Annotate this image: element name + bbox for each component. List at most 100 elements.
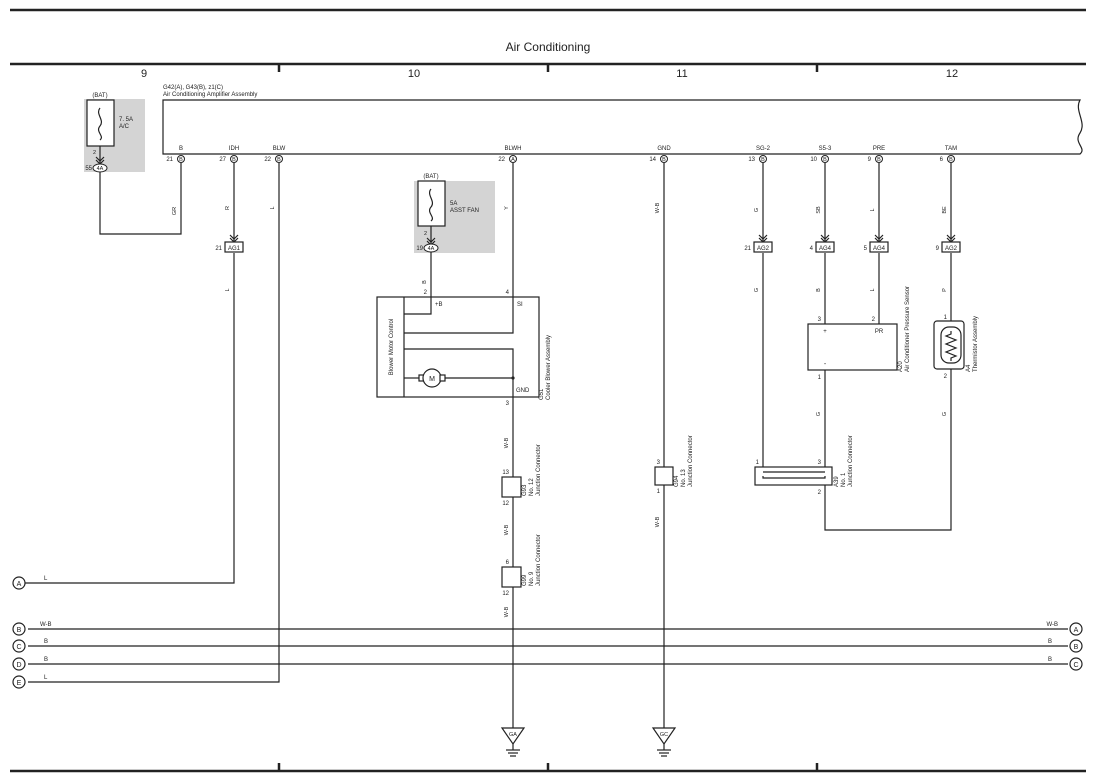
svg-text:1: 1 xyxy=(657,489,661,495)
pin-connector-letter: B xyxy=(877,157,881,163)
pin-connector-letter: B xyxy=(823,157,827,163)
blower-id: G51 xyxy=(539,388,545,400)
svg-text:2: 2 xyxy=(818,490,822,496)
wire-color: W-B xyxy=(655,516,661,527)
splice-connectors: AG1 21 AG2 21 AG4 4 AG4 5 AG2 9 xyxy=(215,234,961,253)
thermistor-pin: 1 xyxy=(944,315,948,321)
splice-name: AG1 xyxy=(228,246,241,252)
svg-text:12: 12 xyxy=(502,591,509,597)
svg-text:No. 13: No. 13 xyxy=(681,469,687,487)
sensor-pin-number: 2 xyxy=(872,317,876,323)
fuse-bat-label: (BAT) xyxy=(423,174,438,180)
sensor-pin-number: 1 xyxy=(818,375,822,381)
pin-number: 22 xyxy=(498,157,505,163)
fuse-ac: (BAT) 7. 5A A/C 2 55 4A xyxy=(84,93,145,173)
splice-num: 5 xyxy=(864,246,868,252)
svg-text:B: B xyxy=(1074,644,1079,651)
svg-text:L: L xyxy=(44,675,48,681)
svg-text:No. 9: No. 9 xyxy=(529,571,535,586)
motor-label: M xyxy=(429,376,435,383)
splice-name: AG2 xyxy=(945,246,958,252)
blower-name: Cooler Blower Assembly xyxy=(546,335,552,400)
sensor-id: A20 xyxy=(898,361,904,372)
pin-connector xyxy=(875,155,883,163)
blower-outer-box xyxy=(376,296,540,398)
pin-label: B xyxy=(179,146,183,152)
svg-text:Junction Connector: Junction Connector xyxy=(536,444,542,496)
wire-color: P xyxy=(942,288,948,292)
splice-num: 9 xyxy=(936,246,940,252)
splice-box xyxy=(224,241,244,253)
wire-color: SB xyxy=(816,206,822,214)
svg-text:C: C xyxy=(1073,662,1078,669)
wire-color: GR xyxy=(172,207,178,215)
svg-text:13: 13 xyxy=(502,470,509,476)
svg-text:Junction Connector: Junction Connector xyxy=(536,534,542,586)
splice-num: 4 xyxy=(810,246,814,252)
fuse-rating: 5A xyxy=(450,201,457,207)
fuse-symbol xyxy=(97,107,103,141)
splice-num: 21 xyxy=(744,246,751,252)
wire-color: G xyxy=(754,208,760,212)
fuse-connector-code: 4A xyxy=(97,166,104,172)
pressure-sensor: 3 2 + PR - 1 A20 Air Conditioner Pressur… xyxy=(807,286,911,381)
svg-text:GC: GC xyxy=(660,732,668,738)
svg-text:Junction Connector: Junction Connector xyxy=(848,435,854,487)
svg-text:1: 1 xyxy=(756,460,760,466)
fuse-pin: 2 xyxy=(93,150,96,156)
wire-color: L xyxy=(870,208,876,211)
fuse-connector-code: 4A xyxy=(428,246,435,252)
splice-name: AG2 xyxy=(757,246,770,252)
wire-color: Y xyxy=(504,206,510,210)
svg-text:3: 3 xyxy=(818,460,822,466)
sensor-pin-number: 3 xyxy=(818,317,822,323)
pin-number: 6 xyxy=(940,157,944,163)
sensor-minus: - xyxy=(824,361,827,368)
pin-number: 14 xyxy=(649,157,656,163)
section-number: 11 xyxy=(676,68,687,80)
blower-pin-label: +B xyxy=(435,302,443,308)
section-number: 10 xyxy=(408,68,420,80)
pin-label: IDH xyxy=(229,146,239,152)
pin-connector-letter: A xyxy=(511,157,515,163)
wires: GR R L L Y B W-B W-B G G SB B L L xyxy=(28,163,1068,728)
splice-num: 21 xyxy=(215,246,222,252)
svg-text:Junction Connector: Junction Connector xyxy=(688,435,694,487)
svg-text:B: B xyxy=(1048,657,1052,663)
wire-color: G xyxy=(754,288,760,292)
section-number: 9 xyxy=(141,68,147,80)
splice-name: AG4 xyxy=(873,246,886,252)
amp-ids: G42(A), G43(B), z1(C) xyxy=(163,85,223,91)
blower-control-label: Blower Motor Control xyxy=(389,319,395,375)
pin-connector xyxy=(821,155,829,163)
amp-pins: B 21 B IDH 27 B BLW 22 B BLWH 22 A GND 1… xyxy=(166,146,957,163)
splice-box xyxy=(815,241,835,253)
pin-connector xyxy=(177,155,185,163)
wire-color: W-B xyxy=(504,606,510,617)
thermistor-assembly: 1 2 A4 Thermistor Assembly xyxy=(933,315,979,380)
pin-label: BLWH xyxy=(505,146,522,152)
pin-label: PRE xyxy=(873,146,885,152)
pin-number: 13 xyxy=(748,157,755,163)
blower-pin-number: 2 xyxy=(424,290,428,296)
svg-text:A39: A39 xyxy=(834,476,840,487)
svg-text:No. 1: No. 1 xyxy=(841,472,847,487)
svg-text:W-B: W-B xyxy=(40,622,52,628)
pin-label: GND xyxy=(657,146,671,152)
wire-color: W-B xyxy=(655,202,661,213)
svg-text:3: 3 xyxy=(657,460,661,466)
pin-label: S5-3 xyxy=(819,146,832,152)
cooler-blower-assembly: Blower Motor Control +B 2 SI 4 M GND 3 G… xyxy=(376,290,552,407)
junction-dot xyxy=(511,376,515,380)
svg-text:L: L xyxy=(44,576,48,582)
pin-label: TAM xyxy=(945,146,957,152)
junction-connector-a39: 1 3 2 A39 No. 1 Junction Connector xyxy=(754,435,854,496)
fuse-rating: 7. 5A xyxy=(119,117,133,123)
section-dividers xyxy=(277,64,819,771)
blower-pin-number: 3 xyxy=(506,401,510,407)
blower-pin-number: 4 xyxy=(506,290,510,296)
pin-number: 10 xyxy=(810,157,817,163)
fuse-name: ASST FAN xyxy=(450,208,479,214)
wire-color: R xyxy=(225,206,231,210)
